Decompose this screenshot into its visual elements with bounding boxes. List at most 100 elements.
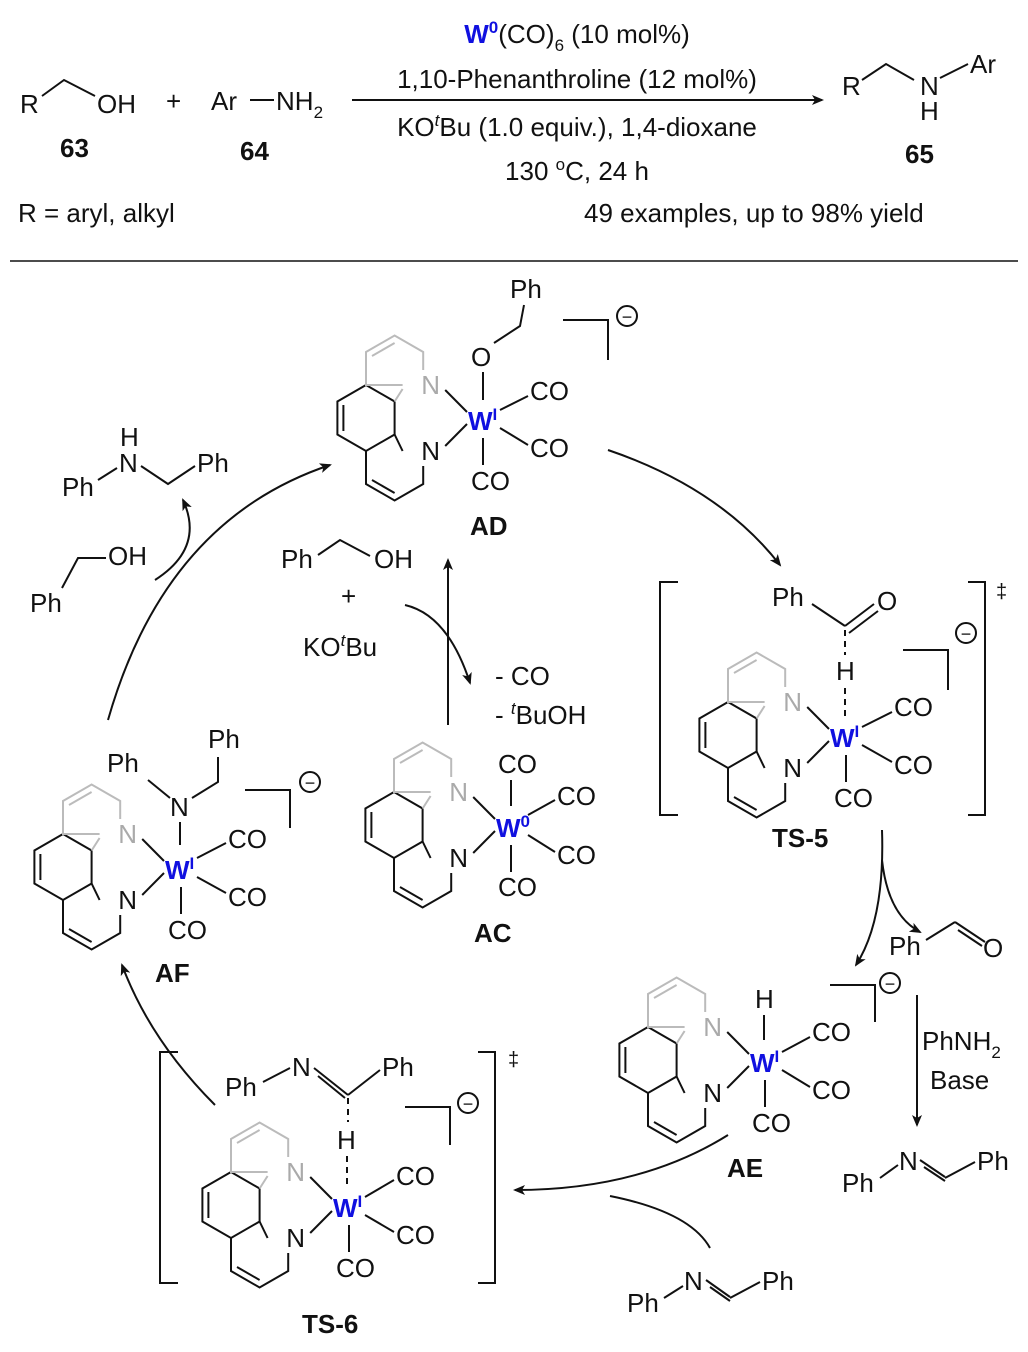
atom-ph: Ph [772, 582, 804, 612]
atom-n: N [118, 885, 137, 915]
atom-n: N [421, 370, 440, 400]
atom-ph: Ph [977, 1146, 1009, 1176]
bond [147, 779, 171, 799]
phen-upper-bond [675, 1030, 686, 1045]
atom-n: N [899, 1146, 918, 1176]
tungsten-atom: WI [333, 1192, 362, 1223]
charge-bracket [830, 984, 876, 1022]
r-definition: R = aryl, alkyl [18, 198, 175, 228]
arrow [881, 859, 922, 933]
phen-lower-bond [393, 434, 404, 452]
phen-upper-bond [90, 837, 101, 852]
atom-ar: Ar [211, 86, 237, 116]
complex-ac: W0 CO CO CO CO AC [474, 749, 596, 948]
compound-number-65: 65 [905, 139, 934, 169]
base-text: Base [930, 1065, 989, 1095]
phen-lower-pyridine [393, 858, 453, 909]
phen-double-bond [236, 1266, 261, 1281]
bond [729, 1281, 761, 1299]
compound-number-64: 64 [240, 136, 269, 166]
atom-o: O [471, 342, 491, 372]
atom-n: N [920, 71, 939, 101]
conditions-text: 130 oC, 24 h [505, 155, 649, 186]
bond [923, 1166, 946, 1182]
atom-h: H [337, 1125, 356, 1155]
charge-bracket [563, 319, 609, 360]
transition-state-ts5: ‡ Ph O H WI CO CO CO − TS-5 [659, 581, 1007, 853]
atom-n: N [684, 1266, 703, 1296]
catalyst-text: W0(CO)6 (10 mol%) [464, 18, 690, 55]
negative-charge-icon [299, 771, 321, 793]
atom-n: N [119, 448, 138, 478]
atom-oh: OH [374, 544, 413, 574]
atom-n: N [292, 1052, 311, 1082]
phen-lower-bond [675, 1076, 686, 1094]
phen-lower-pyridine [647, 1093, 707, 1144]
ligand-co: CO [396, 1220, 435, 1250]
phen-upper-bond [393, 388, 404, 403]
label-ac: AC [474, 918, 512, 948]
phen-double-bond [68, 791, 93, 806]
atom-ph: Ph [208, 724, 240, 754]
negative-charge-icon [955, 622, 977, 644]
transition-state-ts6: ‡ Ph N Ph H WI CO CO CO − TS-6 [159, 1049, 519, 1339]
ligand-co: CO [228, 824, 267, 854]
bond [879, 1164, 899, 1179]
atom-n: N [118, 819, 137, 849]
atom-ph: Ph [842, 1168, 874, 1198]
bond [527, 834, 556, 853]
bracket-left [159, 1051, 178, 1284]
n-w-bond [472, 796, 496, 820]
n-w-bond [141, 872, 165, 896]
ac-to-ad-step: Ph OH + KOtBu - CO - tBuOH [281, 538, 586, 730]
atom-h: H [836, 656, 855, 686]
phen-lower-bond [755, 751, 766, 769]
bond [527, 799, 556, 816]
tungsten-atom: WI [165, 854, 194, 885]
bond [347, 1069, 381, 1096]
reaction-scheme: R OH 63 + Ar NH2 64 W0(CO)6 (10 mol%) 1,… [10, 18, 1018, 262]
atom-h: H [120, 422, 139, 452]
phen-upper-bond [755, 705, 766, 720]
ligand-co: CO [530, 433, 569, 463]
ligand-co: CO [498, 749, 537, 779]
phen-upper-bond [421, 795, 432, 810]
bond [848, 610, 879, 634]
atom-ph: Ph [197, 448, 229, 478]
phnh2-text: PhNH2 [922, 1026, 1001, 1062]
bond [61, 557, 106, 589]
atom-ph: Ph [382, 1052, 414, 1082]
ligand-co: CO [557, 840, 596, 870]
bond [317, 1075, 346, 1099]
bond [781, 1069, 811, 1088]
dagger-symbol: ‡ [996, 581, 1007, 603]
phen-double-bond [68, 928, 93, 943]
ligand-co: CO [812, 1017, 851, 1047]
bond [811, 603, 846, 627]
atom-nh2: NH2 [276, 86, 323, 122]
atom-ar: Ar [970, 49, 996, 79]
label-ad: AD [470, 511, 508, 541]
phen-lower-pyridine [230, 1238, 290, 1289]
atom-ph: Ph [281, 544, 313, 574]
charge-sign: − [463, 1094, 474, 1114]
atom-n: N [449, 843, 468, 873]
bond [499, 427, 529, 446]
bracket-right [478, 1051, 496, 1284]
atom-oh: OH [97, 89, 136, 119]
phen-central-ring [618, 1026, 678, 1095]
tungsten-atom: WI [468, 405, 497, 436]
n-w-bond [726, 1065, 750, 1089]
minus-tbuoh-text: - tBuOH [495, 699, 586, 730]
charge-sign: − [885, 974, 896, 994]
phen-double-bond [371, 342, 396, 357]
label-ts6: TS-6 [302, 1309, 358, 1339]
phen-lower-bond [90, 883, 101, 901]
ligand-co: CO [228, 882, 267, 912]
bond [944, 1161, 976, 1179]
ligand-co: CO [498, 872, 537, 902]
phen-double-bond [371, 479, 396, 494]
bond [925, 921, 956, 941]
atom-n: N [703, 1078, 722, 1108]
bond [861, 744, 893, 763]
